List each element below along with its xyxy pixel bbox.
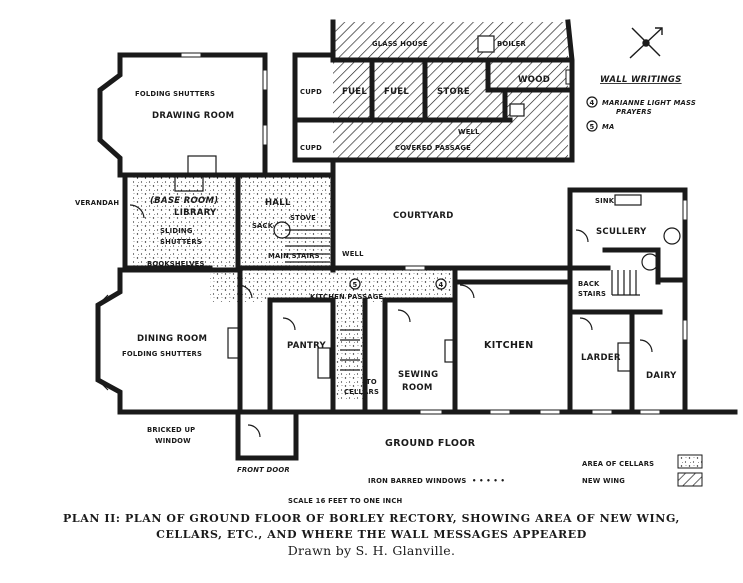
marker-5: 5 bbox=[353, 281, 358, 289]
wall-writing-4-num: 4 bbox=[590, 99, 595, 107]
label-folding-shutters-top: FOLDING SHUTTERS bbox=[135, 90, 215, 98]
label-bricked-up-2: WINDOW bbox=[155, 437, 191, 445]
label-kitchen-passage: KITCHEN PASSAGE bbox=[310, 293, 384, 301]
label-drawing-room: DRAWING ROOM bbox=[152, 111, 234, 121]
label-bricked-up-1: BRICKED UP bbox=[147, 426, 195, 434]
label-sink: SINK bbox=[595, 197, 615, 205]
label-back-stairs-1: BACK bbox=[578, 280, 600, 288]
label-store: STORE bbox=[437, 87, 470, 97]
label-ground-floor: GROUND FLOOR bbox=[385, 438, 476, 449]
label-front-door: FRONT DOOR bbox=[237, 466, 290, 474]
legend-cellars: AREA OF CELLARS bbox=[582, 460, 654, 468]
label-dairy: DAIRY bbox=[646, 371, 677, 381]
windows bbox=[167, 52, 688, 415]
wall-writing-5-line1: MA bbox=[602, 123, 614, 131]
label-glass-house: GLASS HOUSE bbox=[372, 40, 428, 48]
legend: IRON BARRED WINDOWS • • • • • AREA OF CE… bbox=[288, 454, 703, 505]
label-base-room: (BASE ROOM) bbox=[150, 196, 218, 206]
label-sack: SACK bbox=[252, 222, 274, 230]
label-well-top: WELL bbox=[458, 128, 480, 136]
label-cupd-2: CUPD bbox=[300, 144, 322, 152]
label-fuel-1: FUEL bbox=[342, 87, 367, 97]
label-fuel-2: FUEL bbox=[384, 87, 409, 97]
label-bookshelves: BOOKSHELVES bbox=[147, 260, 205, 268]
label-shutters: SHUTTERS bbox=[160, 238, 202, 246]
label-hall: HALL bbox=[265, 198, 291, 208]
scale-text: SCALE 16 FEET TO ONE INCH bbox=[288, 497, 403, 505]
label-sewing-1: SEWING bbox=[398, 370, 438, 380]
label-library: LIBRARY bbox=[174, 208, 217, 218]
compass-icon bbox=[629, 27, 663, 59]
label-covered-passage: COVERED PASSAGE bbox=[395, 144, 471, 152]
label-sliding: SLIDING bbox=[160, 227, 193, 235]
label-kitchen: KITCHEN bbox=[484, 340, 534, 351]
caption-line-1: PLAN II: PLAN OF GROUND FLOOR OF BORLEY … bbox=[62, 512, 680, 525]
label-wood: WOOD bbox=[518, 75, 550, 85]
wall-writing-5-num: 5 bbox=[590, 123, 595, 131]
label-back-stairs-2: STAIRS bbox=[578, 290, 606, 298]
caption-line-2: CELLARS, ETC., AND WHERE THE WALL MESSAG… bbox=[156, 528, 587, 541]
wall-writings-title: WALL WRITINGS bbox=[600, 75, 682, 85]
label-sewing-2: ROOM bbox=[402, 383, 433, 393]
label-main-stairs: MAIN STAIRS bbox=[268, 252, 320, 260]
label-larder: LARDER bbox=[581, 353, 621, 363]
caption-credit: Drawn by S. H. Glanville. bbox=[287, 543, 456, 558]
wall-writing-4-line2: PRAYERS bbox=[616, 108, 652, 116]
label-well-mid: WELL bbox=[342, 250, 364, 258]
label-to-cellars-2: CELLARS bbox=[344, 388, 379, 396]
wall-writing-4-line1: MARIANNE LIGHT MASS bbox=[602, 99, 696, 107]
room-labels: GLASS HOUSE BOILER FUEL FUEL STORE WOOD … bbox=[75, 40, 677, 474]
label-folding-shutters-bottom: FOLDING SHUTTERS bbox=[122, 350, 202, 358]
legend-new-wing: NEW WING bbox=[582, 477, 625, 485]
label-dining-room: DINING ROOM bbox=[137, 334, 207, 344]
legend-iron-barred: IRON BARRED WINDOWS bbox=[368, 477, 466, 485]
label-courtyard: COURTYARD bbox=[393, 211, 454, 221]
label-stove: STOVE bbox=[290, 214, 316, 222]
label-pantry: PANTRY bbox=[287, 341, 327, 351]
label-boiler: BOILER bbox=[497, 40, 526, 48]
svg-text:• • • • •: • • • • • bbox=[472, 477, 505, 485]
label-verandah: VERANDAH bbox=[75, 199, 119, 207]
label-to-cellars-1: TO bbox=[366, 378, 377, 386]
wall-markers: 5 4 bbox=[349, 278, 447, 290]
wall-writings-key: WALL WRITINGS 4 MARIANNE LIGHT MASS PRAY… bbox=[586, 75, 696, 132]
marker-4: 4 bbox=[439, 281, 444, 289]
details bbox=[97, 35, 681, 438]
label-scullery: SCULLERY bbox=[596, 227, 647, 237]
label-cupd-1: CUPD bbox=[300, 88, 322, 96]
